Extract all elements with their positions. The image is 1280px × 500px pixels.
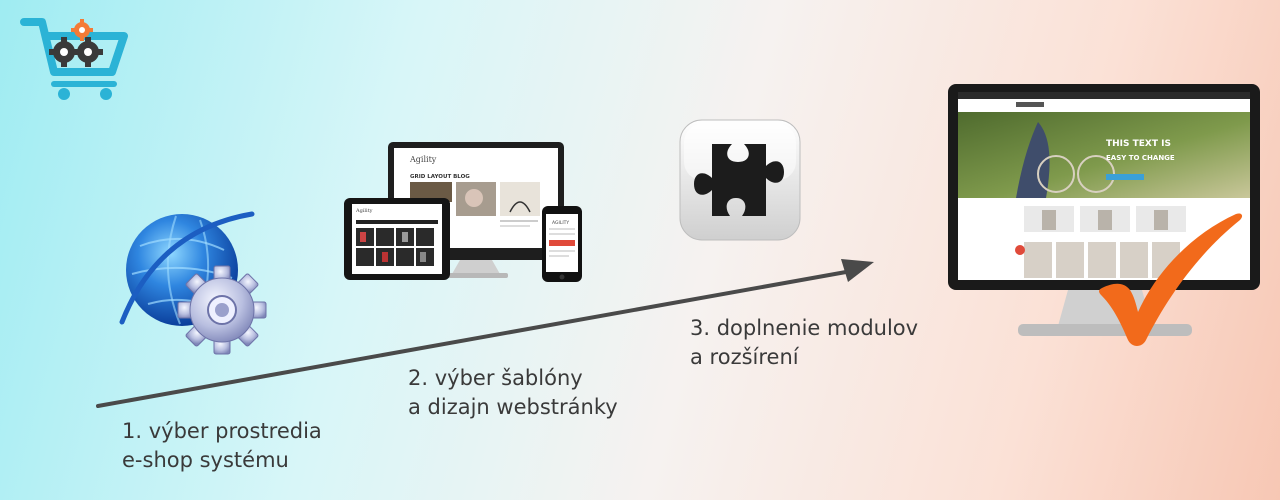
puzzle-piece-icon: [679, 119, 801, 241]
template-phone-logo: AGILITY: [552, 220, 569, 226]
shop-hero-line2: EASY TO CHANGE: [1106, 154, 1175, 162]
step-1-line-2: e-shop systému: [122, 448, 289, 472]
step-2-label: 2. výber šablóny a dizajn webstránky: [408, 364, 618, 422]
cart-gears-logo-icon: [20, 18, 128, 100]
checkmark-icon: [1099, 213, 1243, 346]
desktop-monitor-icon: THIS TEXT IS EASY TO CHANGE: [948, 84, 1260, 336]
step-3-label: 3. doplnenie modulov a rozšírení: [690, 314, 918, 372]
template-tablet-logo: Agility: [355, 208, 373, 214]
step-2-line-1: 2. výber šablóny: [408, 366, 583, 390]
step-3-line-1: 3. doplnenie modulov: [690, 316, 919, 340]
step-3-line-2: a rozšírení: [690, 345, 799, 369]
template-desktop-logo: Agility: [409, 155, 437, 164]
step-1-line-1: 1. výber prostredia: [122, 419, 322, 443]
step-2-line-2: a dizajn webstránky: [408, 395, 618, 419]
step-1-label: 1. výber prostredia e-shop systému: [122, 417, 322, 475]
responsive-devices-icon: Agility GRID LAYOUT BLOG Agility AGILITY: [344, 142, 582, 282]
template-desktop-heading: GRID LAYOUT BLOG: [410, 174, 470, 180]
globe-gear-icon: [119, 211, 267, 355]
shop-hero-line1: THIS TEXT IS: [1106, 139, 1171, 149]
